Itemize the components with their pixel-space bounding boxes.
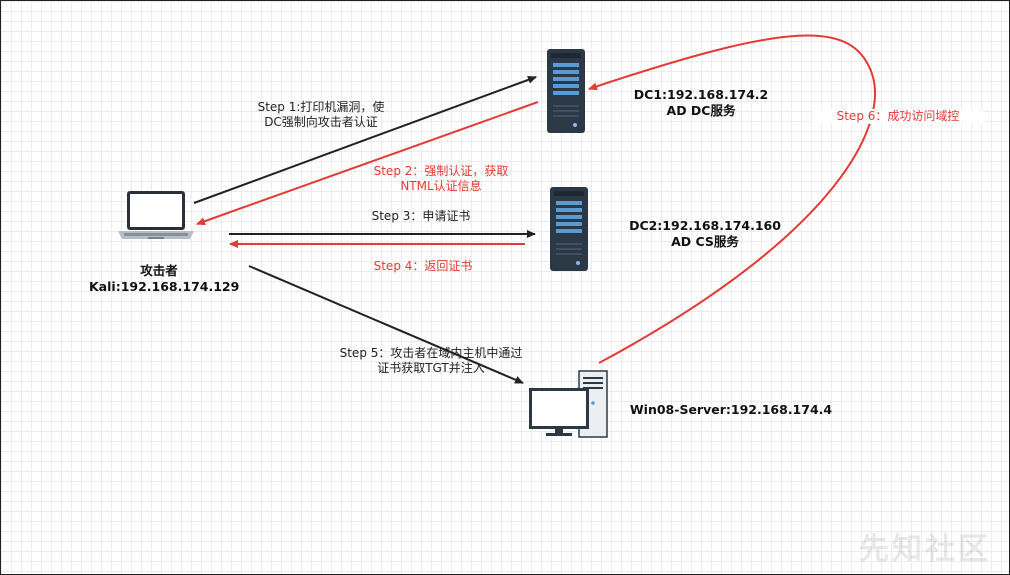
- step6-text: Step 6：成功访问域控: [836, 109, 960, 123]
- step4-label: Step 4：返回证书: [343, 259, 503, 274]
- step3-label: Step 3：申请证书: [341, 209, 501, 224]
- dc2-ip: DC2:192.168.174.160: [629, 218, 781, 233]
- step1-line1: Step 1:打印机漏洞，使: [257, 100, 385, 114]
- dc2-service: AD CS服务: [671, 234, 739, 249]
- laptop-icon: [118, 191, 194, 239]
- dc1-service: AD DC服务: [666, 103, 736, 118]
- attacker-name: 攻击者: [140, 263, 178, 278]
- win08-ip: Win08-Server:192.168.174.4: [629, 402, 833, 417]
- dc1-ip: DC1:192.168.174.2: [633, 87, 769, 102]
- arrow-step5: [248, 265, 524, 384]
- step5-label: Step 5：攻击者在域内主机中通过 证书获取TGT并注入: [316, 346, 546, 376]
- step2-line1: Step 2：强制认证，获取: [373, 164, 509, 178]
- watermark: 先知社区: [859, 532, 991, 567]
- dc1-label: DC1:192.168.174.2 AD DC服务: [621, 87, 781, 119]
- step1-label: Step 1:打印机漏洞，使 DC强制向攻击者认证: [231, 100, 411, 130]
- arrow-step6: [588, 34, 876, 364]
- step2-label: Step 2：强制认证，获取 NTML认证信息: [346, 164, 536, 194]
- win08-label: Win08-Server:192.168.174.4: [621, 402, 841, 418]
- server-dc2-icon: [550, 187, 588, 271]
- workstation-icon: [529, 370, 608, 438]
- server-dc1-icon: [547, 49, 585, 133]
- arrow-step1: [193, 76, 537, 204]
- step6-label: Step 6：成功访问域控: [813, 109, 983, 124]
- step2-line2: NTML认证信息: [400, 179, 482, 193]
- attacker-ip: Kali:192.168.174.129: [89, 279, 240, 294]
- step1-line2: DC强制向攻击者认证: [264, 115, 378, 129]
- step5-line1: Step 5：攻击者在域内主机中通过: [339, 346, 523, 360]
- step5-line2: 证书获取TGT并注入: [377, 361, 485, 375]
- attacker-label: 攻击者 Kali:192.168.174.129: [89, 263, 240, 295]
- step3-text: Step 3：申请证书: [371, 209, 471, 223]
- arrow-step2: [196, 101, 539, 226]
- dc2-label: DC2:192.168.174.160 AD CS服务: [615, 218, 795, 250]
- step4-text: Step 4：返回证书: [373, 259, 473, 273]
